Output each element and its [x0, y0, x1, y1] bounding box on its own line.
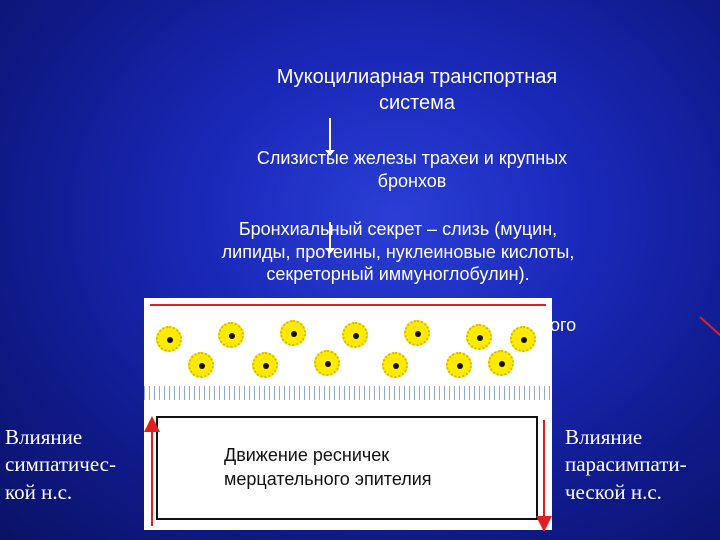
down-arrow-2 [325, 222, 335, 254]
glands-text: Слизистые железы трахеи и крупных бронхо… [256, 148, 568, 191]
mucus-surface-line [150, 304, 546, 306]
mucus-droplet [280, 320, 306, 346]
sympathetic-influence-label: Влияние симпатичес- кой н.с. [5, 425, 116, 504]
cilia-layer [144, 386, 552, 400]
mucus-droplet [156, 326, 182, 352]
mucus-droplet [510, 326, 536, 352]
down-arrow-1 [325, 118, 335, 156]
epithelium-box [156, 416, 538, 520]
mucus-droplet [488, 350, 514, 376]
mucus-droplet [252, 352, 278, 378]
mucus-droplet [446, 352, 472, 378]
mucus-droplet [342, 322, 368, 348]
diagram-title: Мукоцилиарная транспортная система [276, 66, 558, 115]
cilia-movement-text: Движение ресничек мерцательного эпителия [224, 445, 432, 489]
parasympathetic-influence-label: Влияние парасимпати- ческой н.с. [565, 425, 687, 504]
mucus-droplet [404, 320, 430, 346]
mucus-droplet [188, 352, 214, 378]
decorative-line [699, 316, 720, 337]
secretion-text: Бронхиальный секрет – слизь (муцин, липи… [221, 219, 575, 284]
mucus-droplet [466, 324, 492, 350]
mucociliary-panel: Движение ресничек мерцательного эпителия [144, 298, 552, 530]
mucus-droplet [314, 350, 340, 376]
mucus-droplet [218, 322, 244, 348]
mucus-droplet [382, 352, 408, 378]
